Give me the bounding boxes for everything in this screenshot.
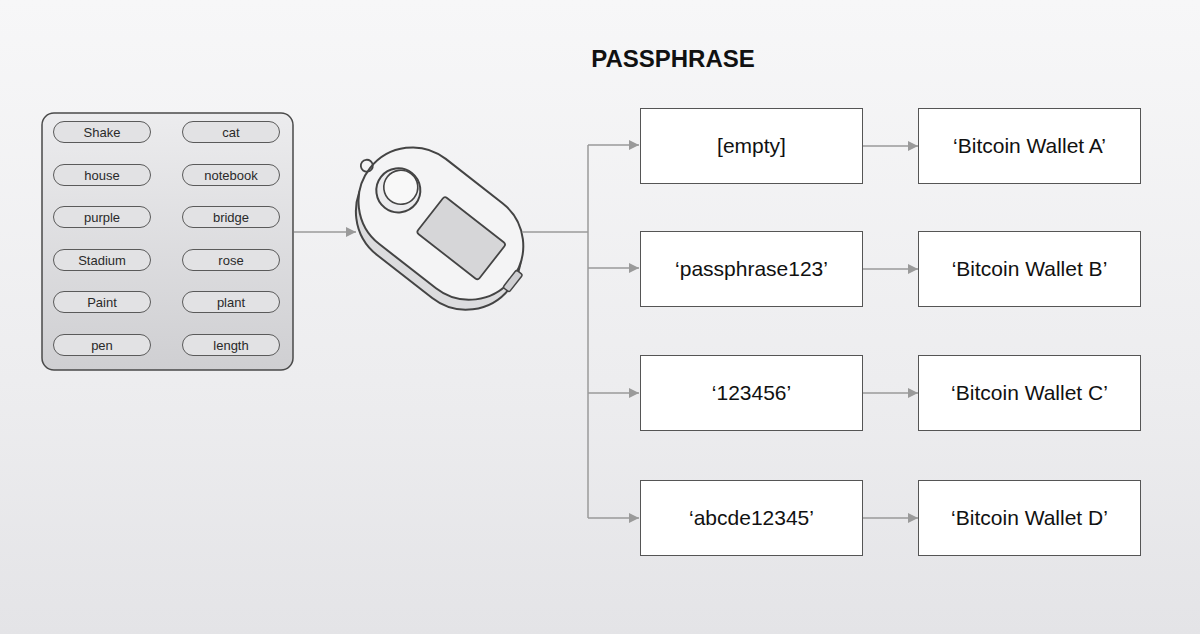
- node-text: bridge: [213, 210, 249, 225]
- node-text: plant: [217, 295, 245, 310]
- seed-word-pill: Shake: [53, 121, 151, 143]
- passphrase-box: [empty]: [640, 108, 863, 184]
- seed-word-pill: purple: [53, 206, 151, 228]
- edge-arrow: [863, 268, 918, 270]
- hardware-wallet: [323, 119, 550, 333]
- node-text: pen: [91, 338, 113, 353]
- node-text: ‘Bitcoin Wallet D’: [951, 506, 1108, 530]
- seed-word-pill: plant: [182, 291, 280, 313]
- node-text: [empty]: [717, 134, 786, 158]
- node-text: cat: [222, 125, 239, 140]
- node-text: ‘Bitcoin Wallet C’: [951, 381, 1108, 405]
- input-arrow: [294, 231, 356, 233]
- edge-arrow: [863, 145, 918, 147]
- seed-word-pill: house: [53, 164, 151, 186]
- seed-panel: [42, 113, 293, 370]
- seed-word-pill: cat: [182, 121, 280, 143]
- node-text: ‘abcde12345’: [689, 506, 814, 530]
- wallet-box: ‘Bitcoin Wallet B’: [918, 231, 1141, 307]
- seed-word-pill: Paint: [53, 291, 151, 313]
- passphrase-box: ‘123456’: [640, 355, 863, 431]
- node-text: Shake: [84, 125, 121, 140]
- seed-word-pill: rose: [182, 249, 280, 271]
- diagram-title: PASSPHRASE: [573, 45, 773, 73]
- wallet-box: ‘Bitcoin Wallet D’: [918, 480, 1141, 556]
- edge-arrow: [863, 517, 918, 519]
- node-text: length: [213, 338, 248, 353]
- node-text: Stadium: [78, 253, 126, 268]
- seed-word-pill: length: [182, 334, 280, 356]
- wallet-box: ‘Bitcoin Wallet C’: [918, 355, 1141, 431]
- node-text: house: [84, 168, 119, 183]
- node-text: ‘Bitcoin Wallet B’: [952, 257, 1108, 281]
- seed-word-pill: notebook: [182, 164, 280, 186]
- seed-word-pill: bridge: [182, 206, 280, 228]
- wallet-box: ‘Bitcoin Wallet A’: [918, 108, 1141, 184]
- seed-word-pill: pen: [53, 334, 151, 356]
- passphrase-box: ‘abcde12345’: [640, 480, 863, 556]
- node-text: purple: [84, 210, 120, 225]
- passphrase-box: ‘passphrase123’: [640, 231, 863, 307]
- seed-word-pill: Stadium: [53, 249, 151, 271]
- node-text: notebook: [204, 168, 258, 183]
- node-text: rose: [218, 253, 243, 268]
- node-text: Paint: [87, 295, 117, 310]
- edge-arrow: [863, 392, 918, 394]
- branch-lines: [522, 145, 639, 518]
- node-text: ‘Bitcoin Wallet A’: [953, 134, 1106, 158]
- node-text: ‘123456’: [712, 381, 791, 405]
- node-text: ‘passphrase123’: [675, 257, 828, 281]
